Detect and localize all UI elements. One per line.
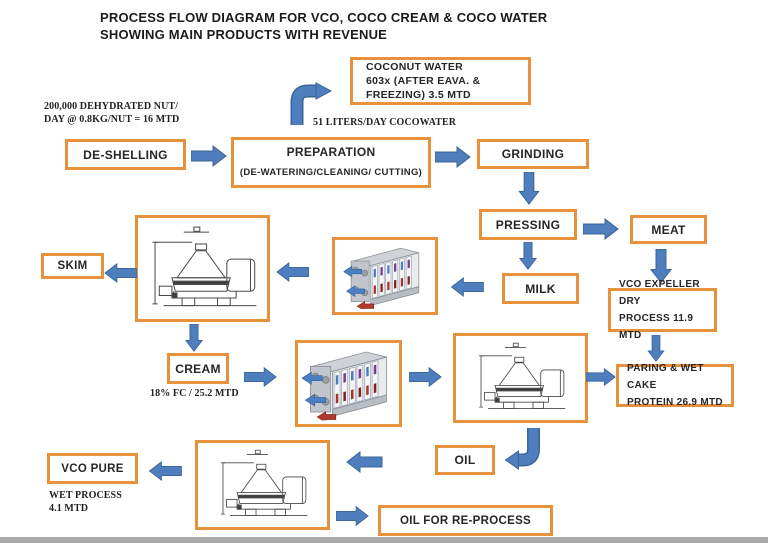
- de-shelling-label: DE-SHELLING: [83, 147, 168, 162]
- arrow-preparation-to-grinding-icon: [435, 146, 471, 168]
- vco-pure-label: VCO PURE: [61, 462, 124, 475]
- arrow-meat-to-expeller-icon: [650, 249, 672, 284]
- machine-heat-exchanger-1: [332, 237, 438, 315]
- coconut-water-line-1: COCONUT WATER: [366, 61, 464, 73]
- arrow-pasteurizer-to-separator1-icon: [276, 262, 309, 282]
- disc-separator-icon: [461, 339, 580, 416]
- machine-separator-1: [135, 215, 270, 322]
- title-line-1: PROCESS FLOW DIAGRAM FOR VCO, COCO CREAM…: [100, 10, 548, 25]
- arrow-cream-to-pasteurizer2-icon: [244, 366, 277, 388]
- arrow-separator1-to-skim-icon: [104, 263, 137, 283]
- vco-pure-note-line-2: 4.1 MTD: [49, 503, 89, 514]
- page-title: PROCESS FLOW DIAGRAM FOR VCO, COCO CREAM…: [100, 10, 580, 43]
- cocowater-note: 51 LITERS/DAY COCOWATER: [313, 117, 457, 128]
- preparation-sublabel: (DE-WATERING/CLEANING/ CUTTING): [239, 167, 423, 178]
- arrow-oil-to-separator3-icon: [345, 451, 383, 473]
- grinding-label: GRINDING: [501, 147, 565, 161]
- vco-pure-note: WET PROCESS 4.1 MTD: [49, 489, 122, 515]
- milk-label: MILK: [525, 281, 556, 296]
- disc-separator-icon: [203, 446, 322, 523]
- arrow-expeller-to-paring-icon: [645, 335, 667, 362]
- node-pressing: PRESSING: [479, 209, 577, 240]
- vco-expeller-line-1: VCO EXPELLER DRY: [619, 279, 700, 307]
- node-vco-pure: VCO PURE: [47, 453, 138, 484]
- paring-line-1: PARING & WET CAKE: [627, 363, 704, 391]
- arrow-milk-to-pasteurizer-icon: [450, 277, 484, 297]
- node-oil-for-reprocess: OIL FOR RE-PROCESS: [378, 505, 553, 536]
- preparation-label: PREPARATION: [286, 145, 376, 159]
- machine-separator-2: [453, 333, 588, 423]
- pressing-label: PRESSING: [495, 217, 561, 232]
- coconut-water-line-3: FREEZING) 3.5 MTD: [366, 89, 471, 101]
- arrow-pressing-to-meat-icon: [583, 218, 619, 240]
- node-oil: OIL: [435, 445, 495, 475]
- arrow-grinding-to-pressing-icon: [518, 172, 540, 205]
- machine-separator-3: [195, 440, 330, 530]
- node-preparation: PREPARATION (DE-WATERING/CLEANING/ CUTTI…: [231, 137, 431, 188]
- plate-heat-exchanger-icon: [339, 243, 431, 309]
- node-de-shelling: DE-SHELLING: [65, 139, 186, 170]
- arrow-deshelling-to-preparation-icon: [191, 145, 227, 167]
- arrow-separator3-to-vcopure-icon: [147, 461, 183, 481]
- vco-expeller-line-2: PROCESS 11.9 MTD: [619, 313, 694, 341]
- arrow-pressing-to-milk-icon: [517, 242, 539, 270]
- machine-heat-exchanger-2: [295, 340, 402, 427]
- coconut-water-line-2: 603x (AFTER EAVA. &: [366, 75, 481, 87]
- meat-label: MEAT: [651, 222, 686, 237]
- skim-label: SKIM: [57, 260, 88, 272]
- arrow-pasteurizer2-to-separator2-icon: [409, 366, 442, 388]
- node-coconut-water: COCONUT WATER 603x (AFTER EAVA. & FREEZI…: [350, 57, 531, 105]
- node-meat: MEAT: [630, 215, 707, 244]
- curved-arrow-down-left-icon: [504, 427, 541, 472]
- vco-pure-note-line-1: WET PROCESS: [49, 490, 122, 501]
- oil-reprocess-label: OIL FOR RE-PROCESS: [399, 514, 532, 527]
- node-cream: CREAM: [167, 353, 229, 384]
- paring-line-2: PROTEIN 26.9 MTD: [627, 397, 723, 408]
- node-grinding: GRINDING: [477, 139, 589, 169]
- curved-arrow-up-right-icon: [288, 82, 332, 126]
- node-vco-expeller: VCO EXPELLER DRY PROCESS 11.9 MTD: [608, 279, 717, 341]
- node-skim: SKIM: [41, 253, 104, 279]
- node-milk: MILK: [502, 273, 579, 304]
- input-note: 200,000 DEHYDRATED NUT/ DAY @ 0.8KG/NUT …: [44, 100, 179, 126]
- arrow-separator2-to-paring-icon: [586, 367, 616, 387]
- disc-separator-icon: [143, 222, 262, 315]
- oil-label: OIL: [454, 453, 476, 467]
- page-edge-strip: [0, 537, 768, 543]
- arrow-separator3-to-reprocess-icon: [336, 505, 369, 527]
- cream-label: CREAM: [175, 361, 221, 376]
- plate-heat-exchanger-icon: [302, 346, 395, 421]
- input-note-line-1: 200,000 DEHYDRATED NUT/: [44, 101, 179, 112]
- node-paring-wet-cake: PARING & WET CAKE PROTEIN 26.9 MTD: [616, 363, 734, 408]
- input-note-line-2: DAY @ 0.8KG/NUT = 16 MTD: [44, 114, 180, 125]
- arrow-separator1-to-cream-icon: [183, 324, 205, 352]
- cream-note: 18% FC / 25.2 MTD: [150, 388, 239, 399]
- title-line-2: SHOWING MAIN PRODUCTS WITH REVENUE: [100, 26, 388, 42]
